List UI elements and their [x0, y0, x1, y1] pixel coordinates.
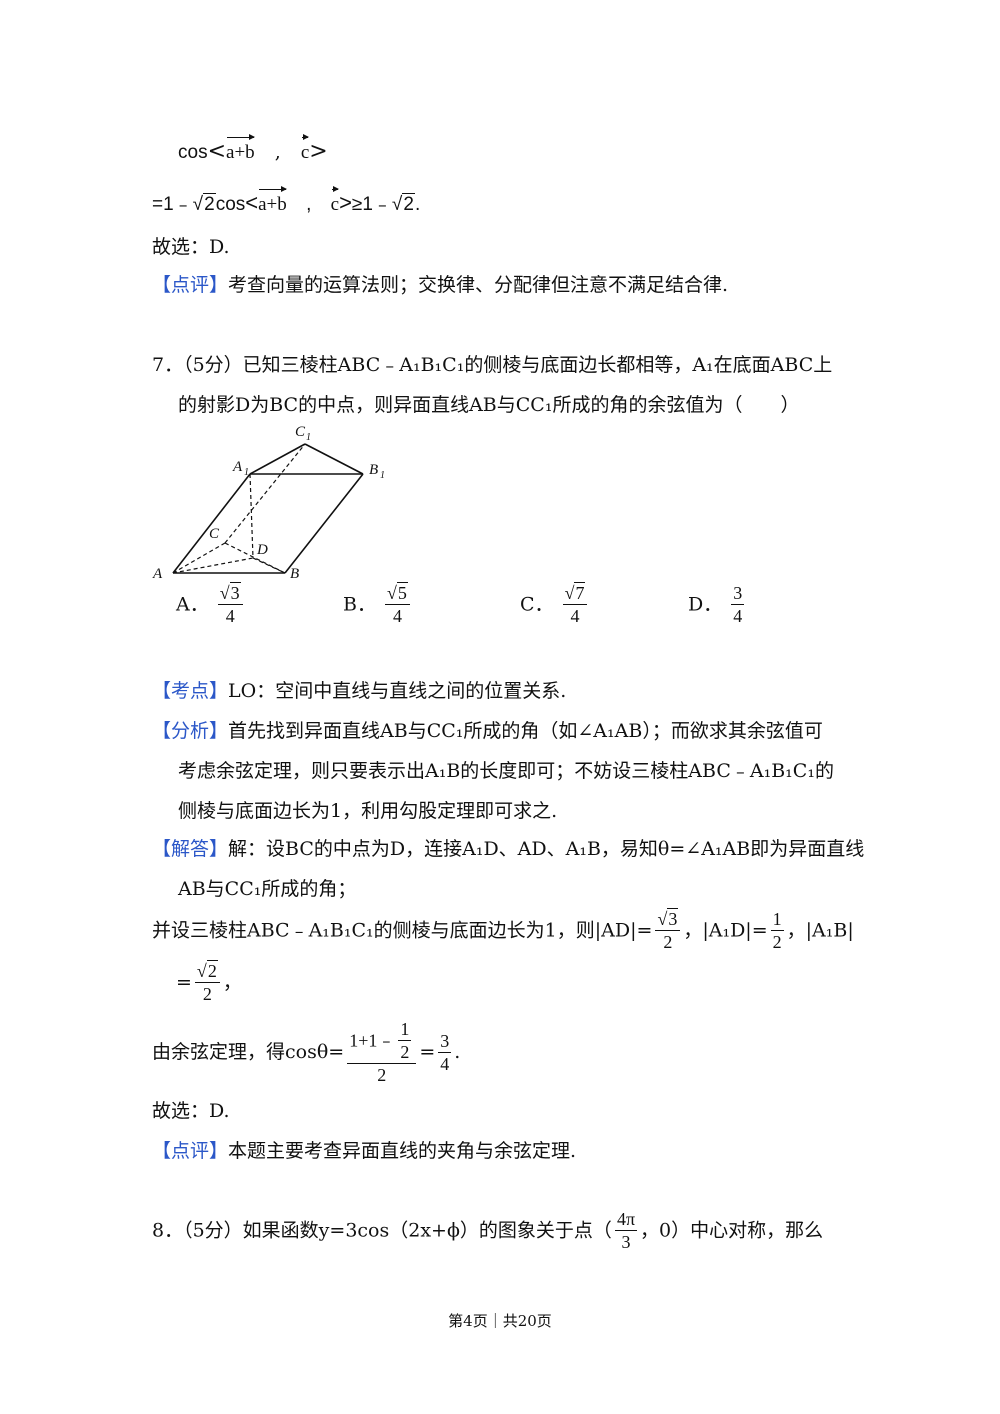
sqrt-2: √2 [192, 193, 216, 215]
comment-tag: 【点评】 [152, 274, 229, 296]
label-D: D [256, 542, 268, 558]
fenxi-line1: 【分析】首先找到异面直线AB与CC₁所成的角（如∠A₁AB）；而欲求其余弦值可 [152, 720, 823, 742]
q7-stem-line2: 的射影D为BC的中点，则异面直线AB与CC₁所成的角的余弦值为（ ） [178, 394, 800, 416]
q7-stem-line1: 7．（5分）已知三棱柱ABC﹣A₁B₁C₁的侧棱与底面边长都相等，A₁在底面AB… [152, 354, 833, 376]
label-A: A [152, 566, 163, 582]
page-footer: 第4页｜共20页 [448, 1312, 552, 1330]
ineq-cos: cos [215, 194, 246, 215]
label-C1: C [295, 424, 306, 440]
vector-c-2: c [331, 186, 340, 218]
comment-6: 【点评】考查向量的运算法则；交换律、分配律但注意不满足结合律. [152, 272, 728, 298]
ineq-tail: ≥1﹣ [351, 194, 392, 215]
svg-text:1: 1 [380, 470, 385, 481]
vector-ab-2: a+b [258, 186, 287, 218]
ineq-prefix: =1﹣ [152, 194, 193, 215]
answer-6: 故选：D. [152, 236, 230, 258]
inequality-line: =1﹣√2cos<a+b , c>≥1﹣√2. [152, 186, 420, 218]
vector-ab: a+b [226, 134, 255, 166]
svg-text:1: 1 [244, 467, 249, 478]
comment-text: 考查向量的运算法则；交换律、分配律但注意不满足结合律. [228, 274, 729, 296]
label-A1: A [232, 459, 243, 475]
cos-label: cos [178, 142, 208, 163]
jieda-line1: 【解答】解：设BC的中点为D，连接A₁D、AD、A₁B，易知θ=∠A₁AB即为异… [152, 838, 865, 860]
kaodian: 【考点】LO：空间中直线与直线之间的位置关系. [152, 680, 567, 702]
answer-7: 故选：D. [152, 1100, 230, 1122]
fenxi-line3: 侧棱与底面边长为1，利用勾股定理即可求之. [178, 800, 558, 822]
label-B1: B [369, 462, 378, 478]
comment-7: 【点评】本题主要考查异面直线的夹角与余弦定理. [152, 1140, 577, 1162]
jieda-line2: AB与CC₁所成的角； [178, 878, 357, 900]
label-C: C [209, 526, 220, 542]
prism-figure: A B C D A 1 B 1 C 1 [152, 424, 385, 582]
fenxi-line2: 考虑余弦定理，则只要表示出A₁B的长度即可；不妨设三棱柱ABC﹣A₁B₁C₁的 [178, 760, 834, 782]
svg-text:1: 1 [306, 432, 311, 443]
vector-angle-line: cos<a+b , c> [178, 134, 328, 166]
label-B: B [290, 566, 299, 582]
vector-c: c [301, 134, 310, 166]
